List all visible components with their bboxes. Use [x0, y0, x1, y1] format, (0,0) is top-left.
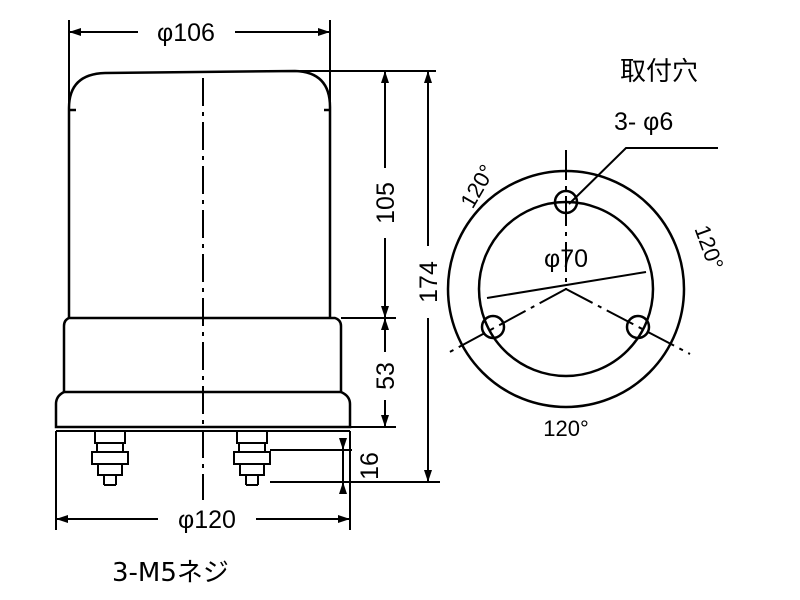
- angle-right-label: 120°: [690, 222, 729, 273]
- dim-dome-diameter: [68, 20, 331, 108]
- hole-leader: [568, 147, 718, 205]
- height-base-label: 53: [372, 362, 400, 390]
- dome-outline: [67, 69, 332, 318]
- dim-height-total: [424, 71, 432, 482]
- dim-height-base: [381, 318, 389, 427]
- centerline-left: [445, 288, 567, 355]
- dim-base-diameter: [55, 431, 351, 530]
- angle-bottom-label: 120°: [543, 416, 589, 441]
- stud-length-label: 16: [356, 452, 384, 480]
- mounting-hole-left: [480, 314, 506, 340]
- pcd-label: φ70: [544, 245, 588, 273]
- studs-note: 3-M5ネジ: [112, 558, 229, 588]
- stud-left: [91, 430, 129, 486]
- dim-height-dome: [381, 71, 389, 318]
- dim-stud-length: [339, 438, 347, 494]
- stud-right: [233, 430, 271, 486]
- mounting-hole-right: [625, 314, 651, 340]
- pcd-line: [486, 271, 647, 299]
- base-flange: [54, 390, 352, 429]
- height-dome-label: 105: [372, 182, 400, 224]
- angle-top-left-label: 120°: [455, 160, 499, 212]
- dome-diameter-label: φ106: [157, 19, 215, 47]
- mounting-hole-top: [553, 189, 579, 215]
- height-total-label: 174: [415, 261, 443, 303]
- mounting-hole-view: 取付穴 3- φ6 φ70 120° 120° 120°: [445, 57, 729, 441]
- base-diameter-label: φ120: [178, 506, 236, 534]
- side-view: φ106 φ120 105: [54, 19, 443, 588]
- hole-note: 3- φ6: [614, 108, 673, 136]
- mounting-holes-title: 取付穴: [620, 57, 698, 87]
